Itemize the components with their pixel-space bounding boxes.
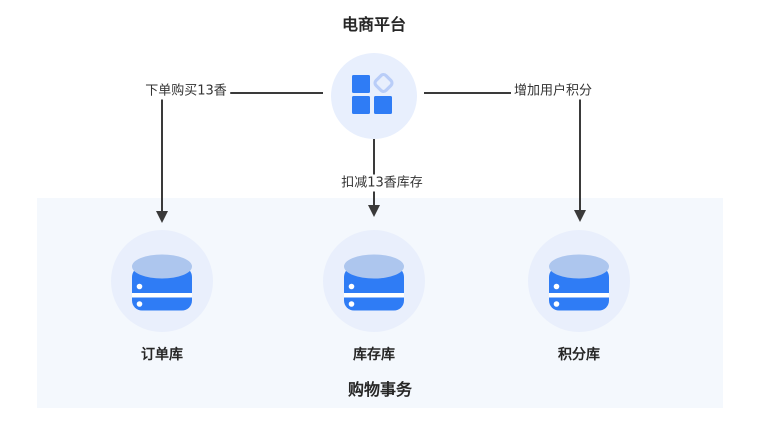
transaction-title: 购物事务 bbox=[347, 380, 413, 399]
edge-order-line-horizontal bbox=[162, 92, 323, 94]
ecommerce-platform-node bbox=[331, 53, 417, 139]
arrow-down-icon bbox=[574, 210, 586, 222]
database-label: 积分库 bbox=[558, 347, 600, 363]
arrow-down-icon bbox=[368, 205, 380, 217]
database-icon bbox=[132, 254, 192, 311]
edge-points-line-vertical bbox=[579, 92, 581, 210]
diagram-title: 电商平台 bbox=[341, 15, 407, 34]
database-icon bbox=[344, 254, 404, 311]
edge-label-points: 增加用户积分 bbox=[510, 82, 596, 100]
database-icon bbox=[549, 254, 609, 311]
arrow-down-icon bbox=[156, 211, 168, 223]
database-label: 库存库 bbox=[353, 347, 395, 363]
edge-label-inventory: 扣减13香库存 bbox=[338, 174, 426, 192]
edge-inventory-line-vertical bbox=[373, 139, 375, 205]
database-label: 订单库 bbox=[141, 347, 183, 363]
edge-label-order: 下单购买13香 bbox=[142, 82, 230, 100]
edge-points-line-horizontal bbox=[424, 92, 581, 94]
edge-order-line-vertical bbox=[161, 92, 163, 211]
app-modules-icon bbox=[352, 72, 394, 114]
